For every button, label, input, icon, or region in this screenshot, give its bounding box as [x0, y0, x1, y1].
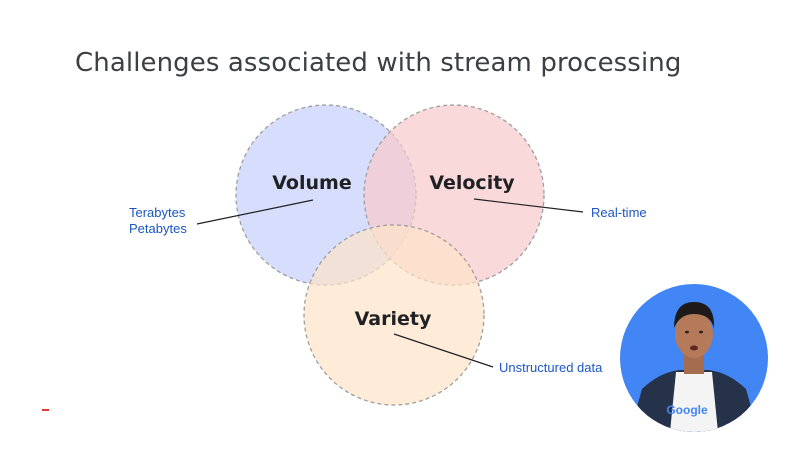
presenter-video: Google [620, 284, 768, 432]
shirt-logo-text: Google [666, 403, 708, 417]
velocity-leader-line [473, 198, 584, 213]
velocity-callout: Real-time [591, 205, 647, 220]
variety-circle [303, 224, 485, 406]
volume-callout-petabytes: Petabytes [129, 221, 187, 236]
variety-label: Variety [355, 308, 432, 330]
slide-title: Challenges associated with stream proces… [75, 48, 682, 78]
volume-leader-line [196, 199, 314, 225]
variety-callout: Unstructured data [499, 360, 603, 375]
red-accent-mark [42, 409, 49, 411]
volume-label: Volume [272, 172, 351, 194]
volume-callout-terabytes: Terabytes [129, 205, 186, 220]
velocity-label: Velocity [429, 172, 515, 194]
variety-leader-line [393, 333, 494, 368]
